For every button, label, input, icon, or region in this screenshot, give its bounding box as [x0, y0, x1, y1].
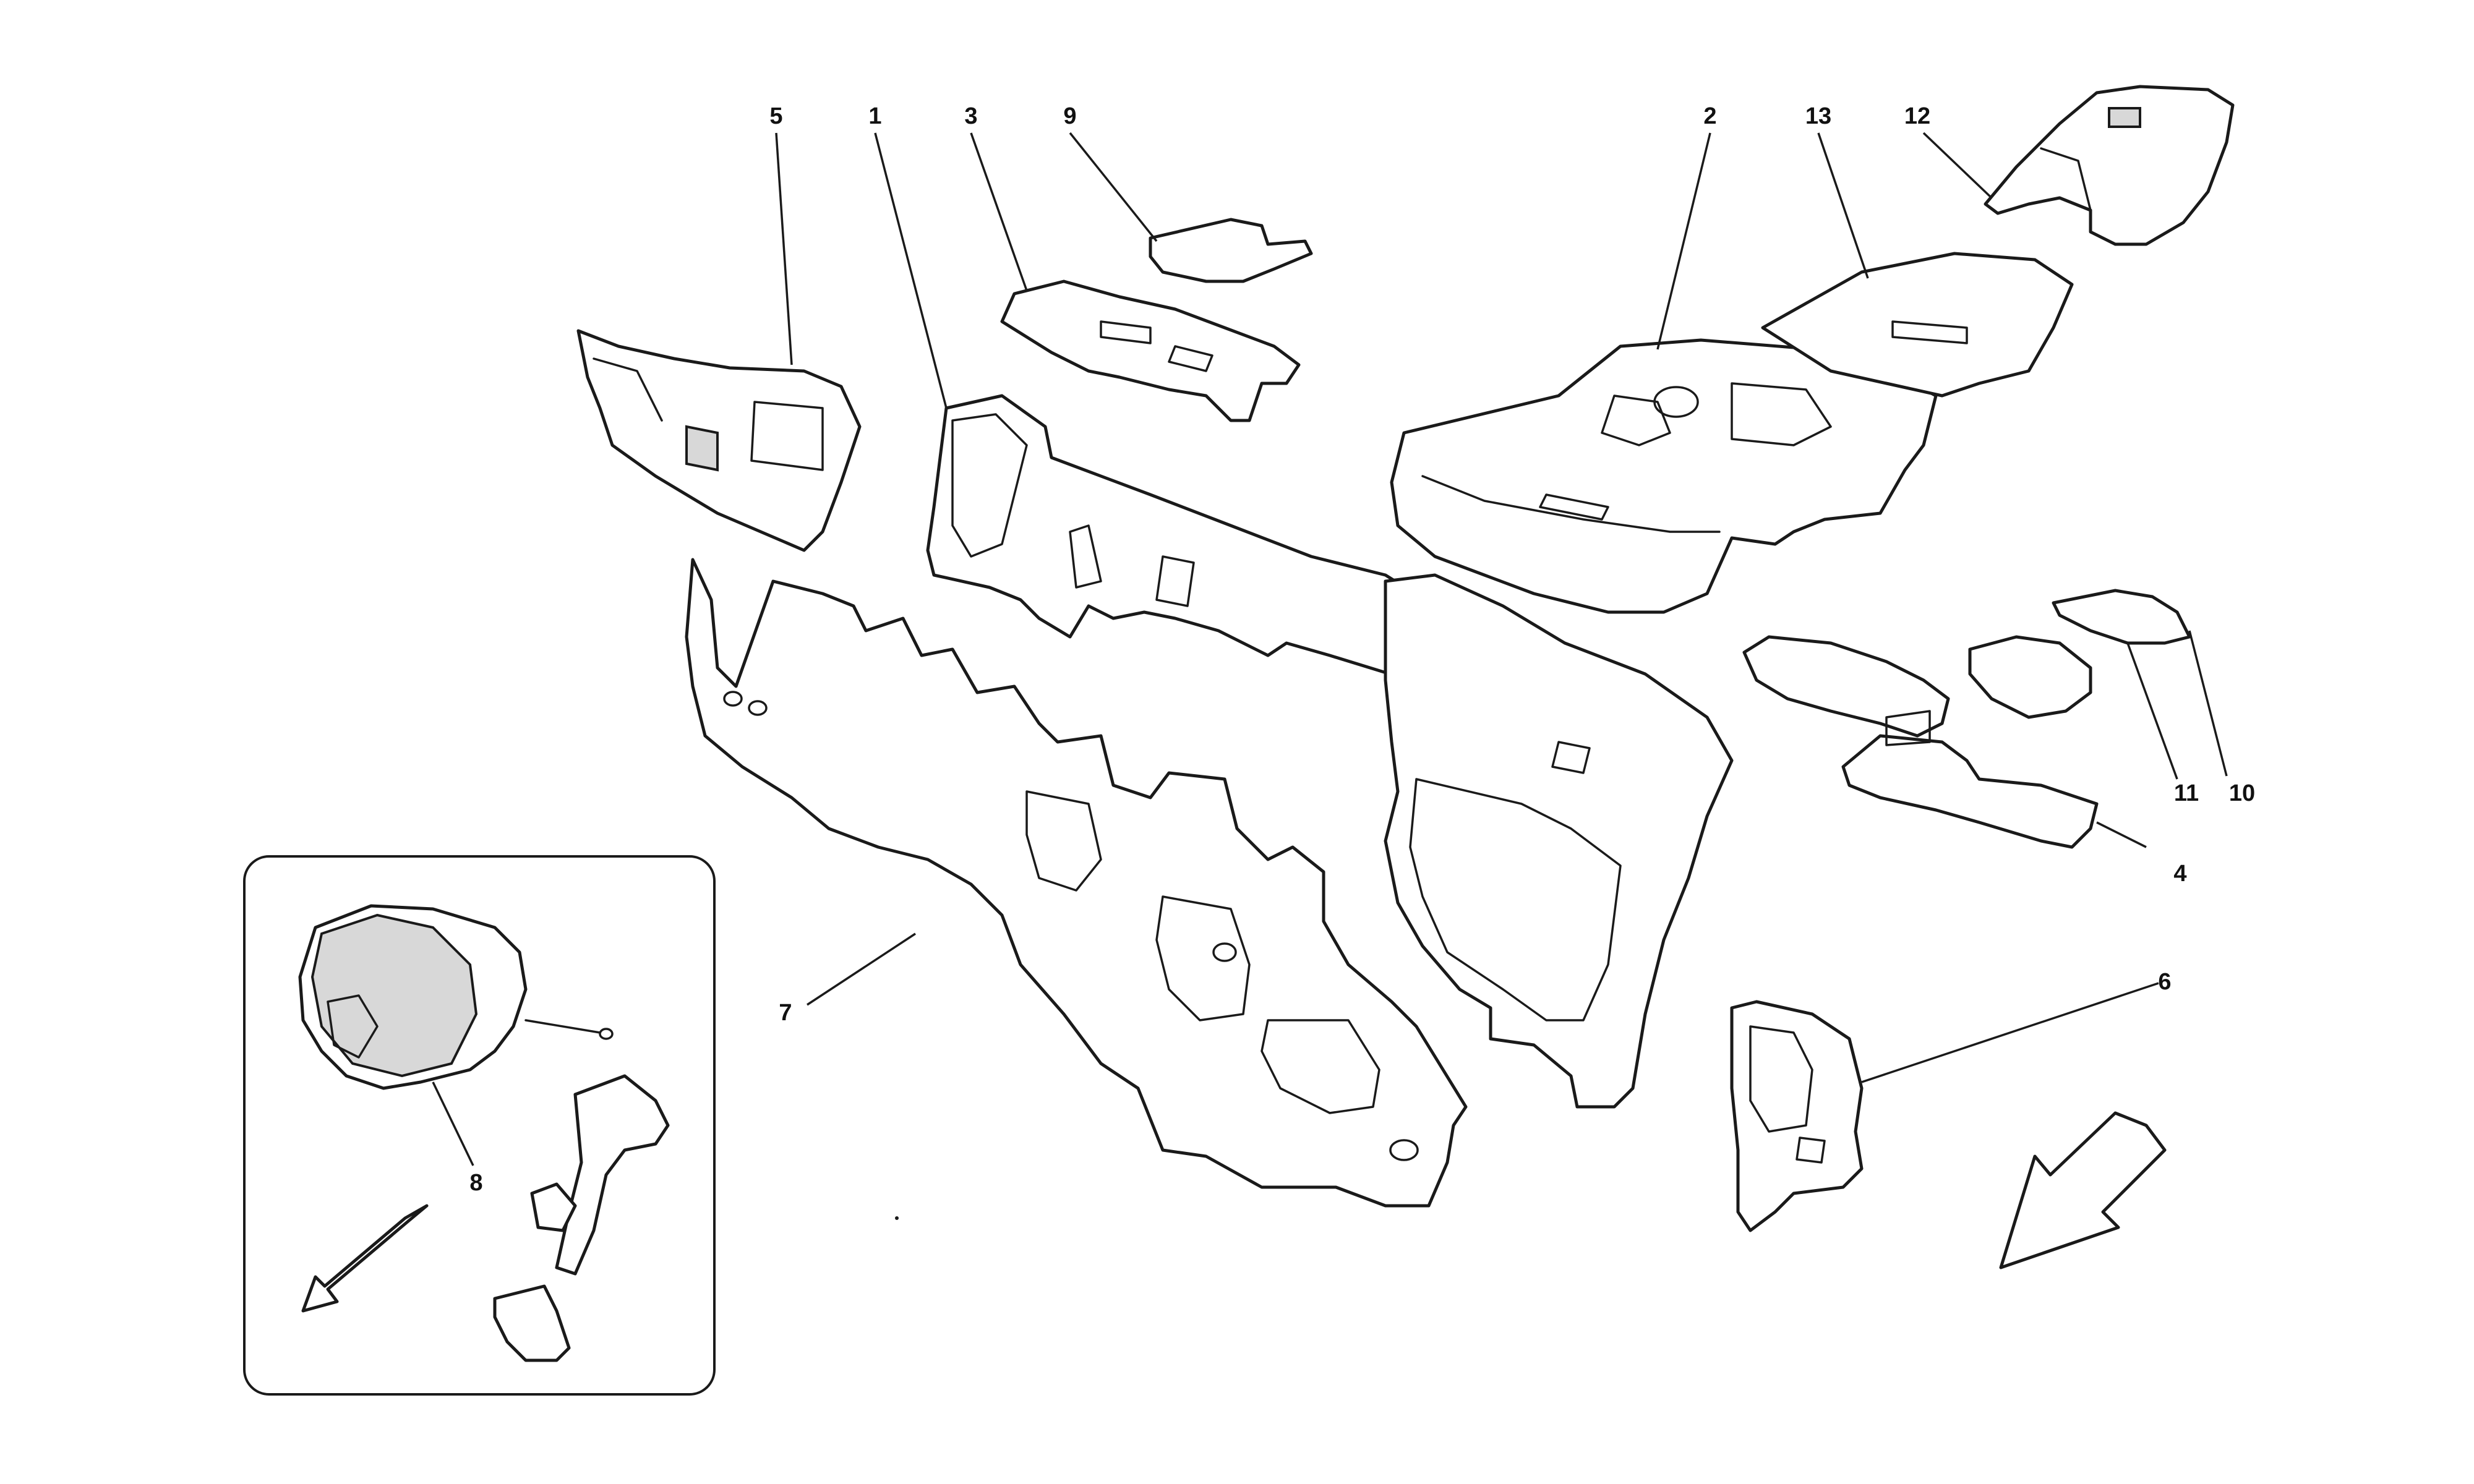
- callout-7: 7: [779, 1000, 792, 1026]
- callout-9: 9: [1063, 103, 1076, 129]
- main-direction-arrow-icon: [1999, 1111, 2167, 1269]
- inset-detail: [243, 855, 716, 1396]
- part-3-upper-insulation-strip: [1000, 279, 1301, 422]
- part-10-pad: [2052, 589, 2191, 645]
- part-1-firewall-upper-panel: [926, 394, 1499, 713]
- callout-5: 5: [769, 103, 782, 129]
- callout-4: 4: [2173, 861, 2186, 887]
- part-12-tunnel-insulation: [1984, 85, 2235, 246]
- part-6-side-panel: [1730, 1000, 1864, 1232]
- callout-6: 6: [2158, 969, 2171, 995]
- part-9-small-pad: [1149, 218, 1313, 283]
- part-7-firewall-lower-panel: [685, 558, 1468, 1208]
- callout-8: 8: [469, 1170, 482, 1196]
- inset-frame: [243, 855, 716, 1396]
- callout-2: 2: [1703, 103, 1716, 129]
- leader-lines: [432, 132, 2228, 1166]
- stray-mark: [895, 1216, 899, 1220]
- part-11-pad: [1968, 635, 2092, 719]
- callout-10: 10: [2229, 780, 2255, 806]
- part-7-firewall-right-lobe: [1384, 573, 1734, 1109]
- callout-3: 3: [964, 103, 977, 129]
- callout-12: 12: [1904, 103, 1930, 129]
- part-13-flat-mat: [1761, 252, 2074, 398]
- part-2-floor-mat: [1390, 338, 1938, 614]
- callout-11: 11: [2174, 780, 2199, 806]
- callout-1: 1: [868, 103, 881, 129]
- part-5-side-insulation: [576, 329, 862, 552]
- inset-direction-arrow-icon: [301, 1204, 429, 1313]
- callout-labels: 5 1 3 9 2 13 12 11 10 4 6 7 8: [469, 103, 2255, 1196]
- part-4-tunnel-piece: [1742, 635, 2099, 849]
- callout-13: 13: [1805, 103, 1831, 129]
